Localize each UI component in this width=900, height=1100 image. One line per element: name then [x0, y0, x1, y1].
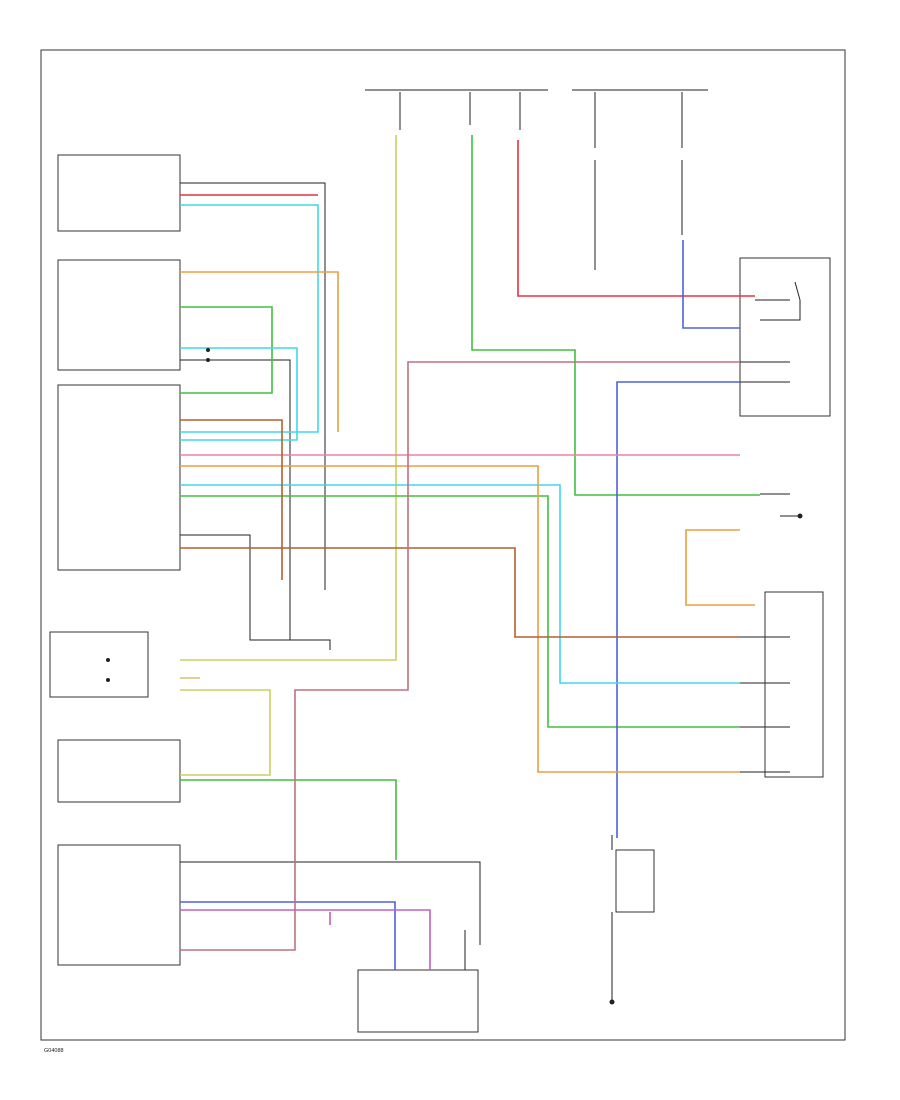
wire-yellow-green: [180, 135, 397, 661]
component-box-sensor: [357, 969, 479, 1033]
component-box-main-module: [57, 384, 181, 571]
wire-orange-box: [685, 529, 755, 606]
wire-violet: [180, 909, 431, 970]
component-box-connector-right: [764, 591, 824, 778]
diagram-frame: [40, 49, 846, 1041]
wire-cyan-top: [180, 204, 319, 433]
component-box-pressure-switch: [739, 257, 831, 417]
wire-green-left: [180, 306, 273, 394]
wire-red: [517, 140, 755, 297]
wire-blue-long: [616, 381, 740, 838]
component-box-clutch-relay: [615, 849, 655, 913]
component-box-instrument: [57, 259, 181, 371]
wire-cyan-mid: [180, 347, 298, 441]
black-wires: [180, 89, 801, 1000]
wire-blue-lower: [180, 901, 396, 970]
wire-green-lower: [180, 779, 397, 860]
wire-orange-long: [180, 465, 740, 773]
wire-brown-lower: [180, 547, 740, 638]
wire-yellow-green-lower: [180, 689, 271, 776]
wire-brown: [180, 419, 283, 580]
wire-blue-right: [682, 240, 740, 329]
footer-code: G04088: [44, 1048, 64, 1054]
wire-orange-top: [180, 271, 339, 432]
wire-green-long: [180, 495, 740, 728]
colored-wires: [180, 135, 760, 970]
component-box-left-switch: [49, 631, 149, 698]
component-box-lower-left: [57, 739, 181, 803]
component-box-top-left: [57, 154, 181, 232]
component-box-control-module: [57, 844, 181, 966]
wire-cyan-long: [180, 484, 740, 684]
wire-mauve: [180, 361, 740, 951]
connector-dots: [106, 348, 803, 1005]
wire-green-right: [471, 135, 760, 496]
